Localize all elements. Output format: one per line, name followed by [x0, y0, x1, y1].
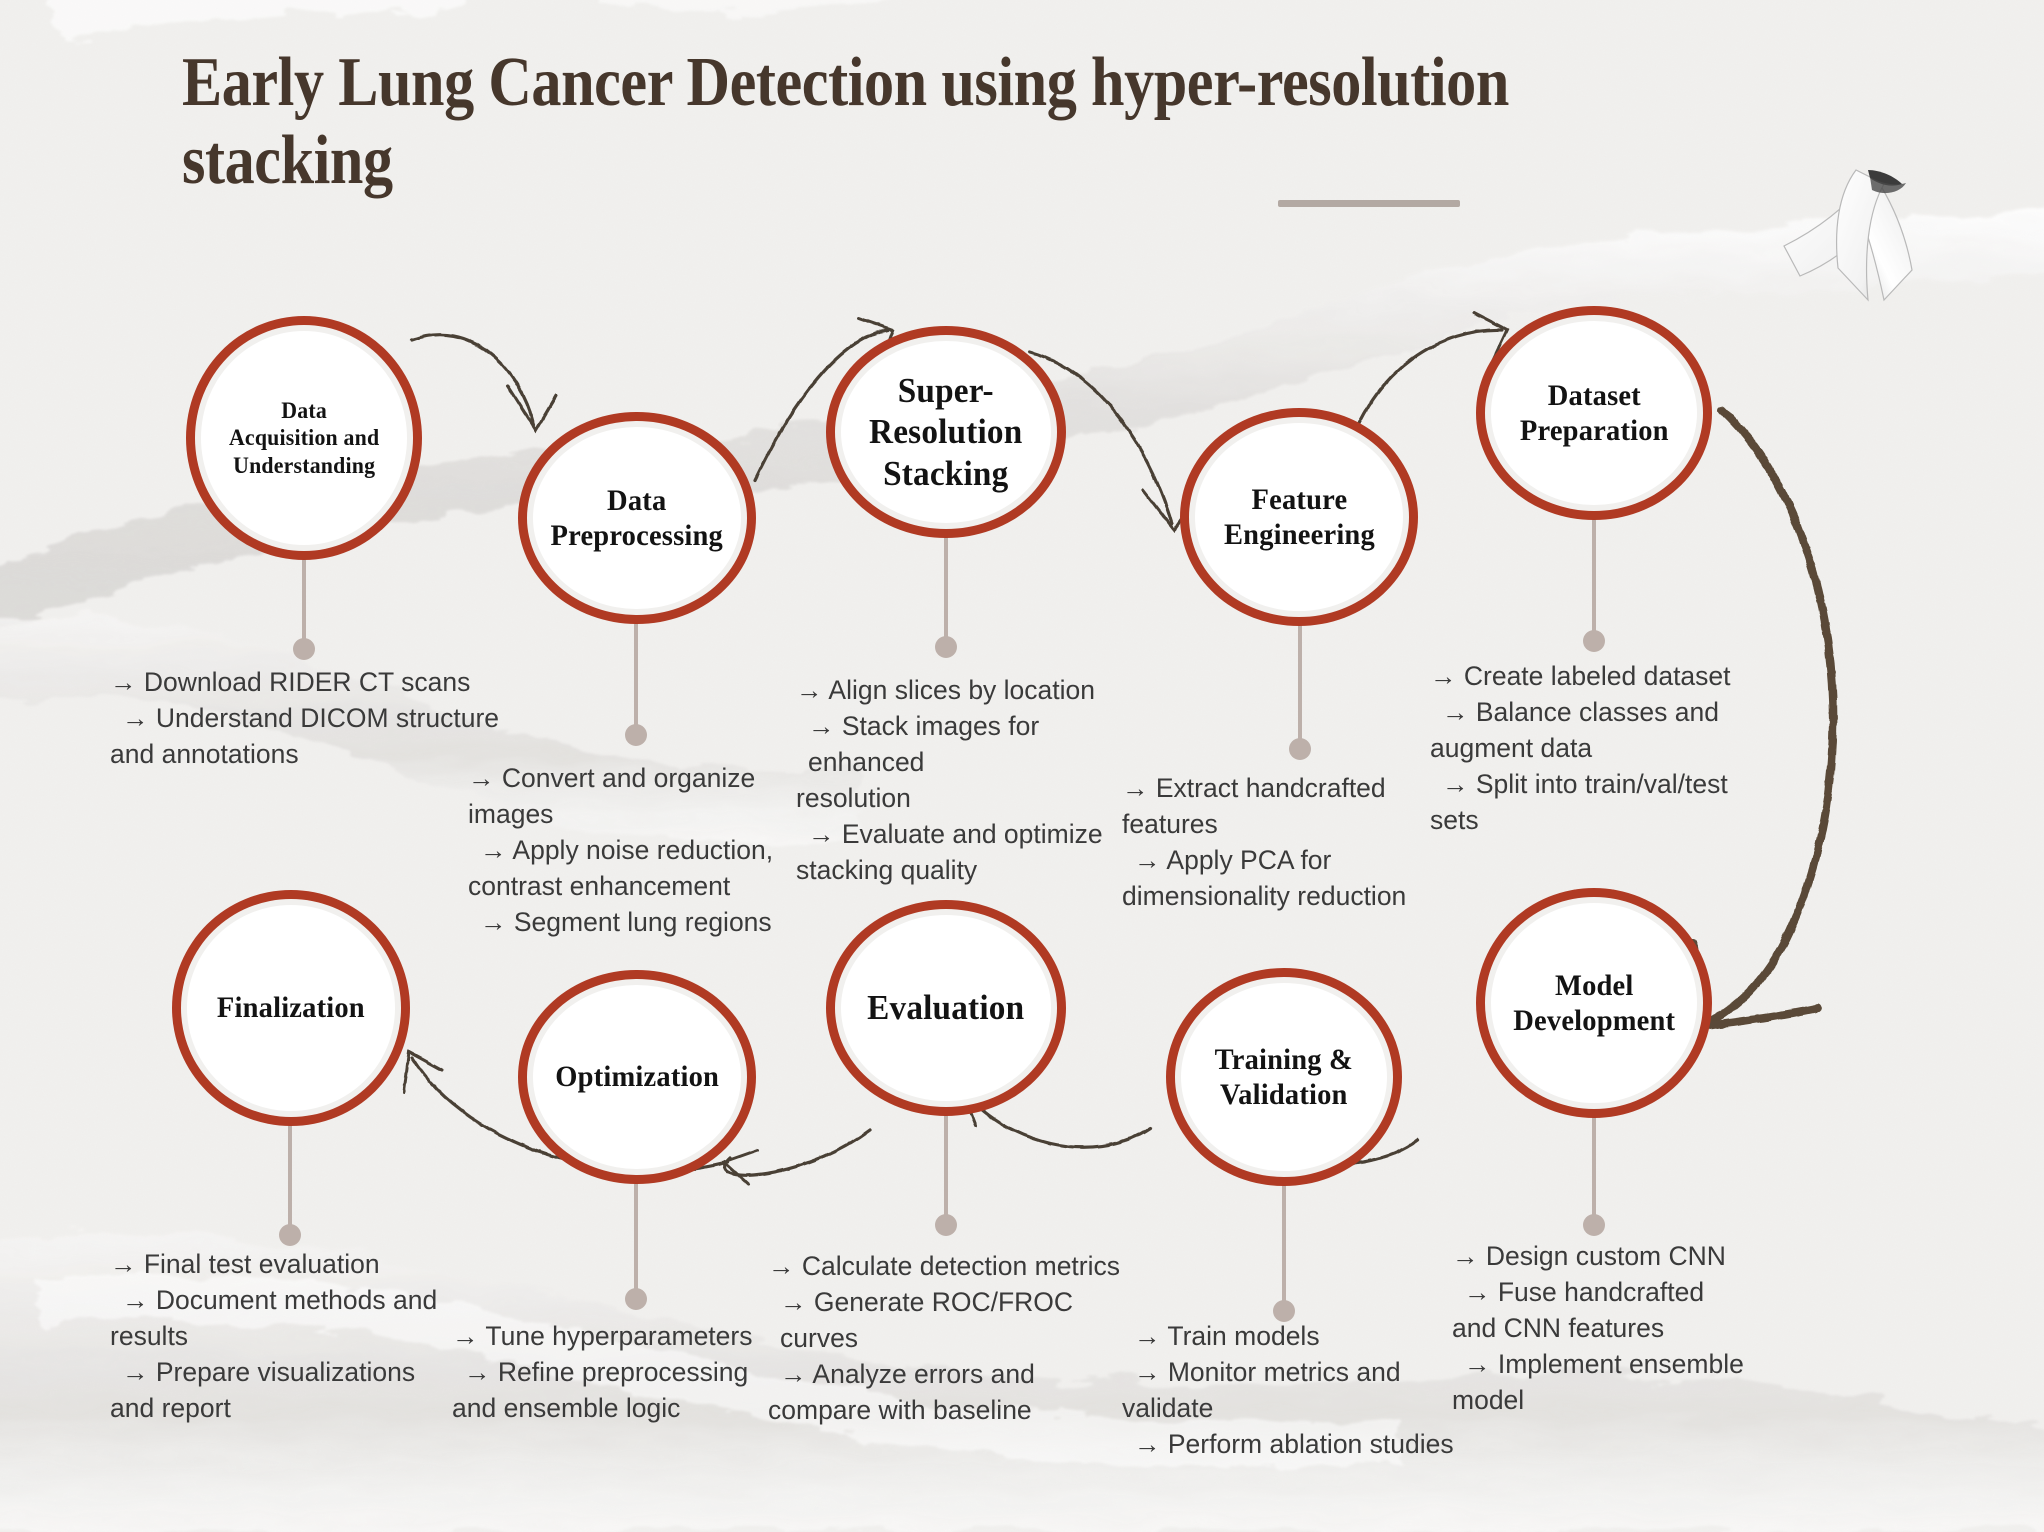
note-line: → Fuse handcrafted	[1464, 1277, 1705, 1308]
note-data-preprocessing: → Convert and organize images → Apply no…	[468, 760, 798, 940]
note-line: compare with baseline	[768, 1395, 1032, 1426]
note-line: contrast enhancement	[468, 871, 731, 902]
note-line: → Segment lung regions	[480, 907, 772, 938]
note-line: and CNN features	[1452, 1313, 1665, 1344]
note-line: → Align slices by location	[796, 675, 1096, 705]
note-line: sets	[1430, 805, 1479, 836]
note-line: stacking quality	[796, 855, 978, 886]
note-line: → Analyze errors and	[780, 1359, 1035, 1390]
note-line: → Document methods and	[122, 1285, 438, 1316]
note-line: → Apply PCA for	[1134, 845, 1332, 876]
note-line: → Balance classes and	[1442, 697, 1719, 728]
note-line: → Design custom CNN	[1452, 1241, 1726, 1271]
note-line: → Understand DICOM structure	[122, 703, 500, 734]
note-dataset-preparation: → Create labeled dataset → Balance class…	[1430, 658, 1770, 838]
note-line: → Train models	[1134, 1321, 1320, 1351]
note-line: → Final test evaluation	[110, 1249, 380, 1279]
note-line: results	[110, 1321, 189, 1352]
note-line: → Monitor metrics and	[1134, 1357, 1401, 1388]
note-training-and-validation: → Train models → Monitor metrics and val…	[1122, 1318, 1472, 1462]
note-line: and ensemble logic	[452, 1393, 681, 1424]
note-line: and report	[110, 1393, 231, 1424]
note-optimization: → Tune hyperparameters → Refine preproce…	[452, 1318, 782, 1426]
note-line: → Perform ablation studies	[1134, 1429, 1454, 1460]
note-line: → Split into train/val/test	[1442, 769, 1728, 800]
note-line: → Create labeled dataset	[1430, 661, 1731, 691]
note-line: augment data	[1430, 733, 1593, 764]
note-line: → Refine preprocessing	[464, 1357, 749, 1388]
note-line: features	[1122, 809, 1218, 840]
note-evaluation: → Calculate detection metrics → Generate…	[768, 1248, 1148, 1428]
note-super-resolution-stacking: → Align slices by location → Stack image…	[796, 672, 1156, 888]
note-line: → Extract handcrafted	[1122, 773, 1386, 803]
note-line: → Calculate detection metrics	[768, 1251, 1121, 1281]
note-line: → Generate ROC/FROC curves	[780, 1287, 1081, 1354]
note-model-development: → Design custom CNN → Fuse handcrafted a…	[1452, 1238, 1792, 1418]
note-line: dimensionality reduction	[1122, 881, 1407, 912]
note-line: → Prepare visualizations	[122, 1357, 416, 1388]
note-feature-engineering: → Extract handcrafted features → Apply P…	[1122, 770, 1462, 914]
note-line: images	[468, 799, 554, 830]
note-line: → Stack images for enhanced	[808, 711, 1047, 778]
note-line: validate	[1122, 1393, 1214, 1424]
note-line: → Evaluate and optimize	[808, 819, 1103, 850]
note-line: → Download RIDER CT scans	[110, 667, 471, 697]
note-line: and annotations	[110, 739, 299, 770]
note-line: resolution	[796, 783, 911, 814]
note-line: model	[1452, 1385, 1525, 1416]
note-line: → Tune hyperparameters	[452, 1321, 753, 1351]
note-data-acquisition-and-understanding: → Download RIDER CT scans → Understand D…	[110, 664, 510, 772]
note-line: → Apply noise reduction,	[480, 835, 774, 866]
note-line: → Implement ensemble	[1464, 1349, 1744, 1380]
note-line: → Convert and organize	[468, 763, 756, 793]
note-finalization: → Final test evaluation → Document metho…	[110, 1246, 480, 1426]
